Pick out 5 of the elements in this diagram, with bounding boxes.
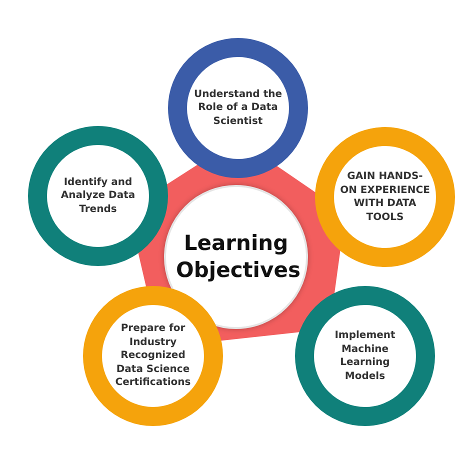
objective-text: GAIN HANDS-ON EXPERIENCE WITH DATA TOOLS [339,170,431,224]
objective-text: Identify and Analyze Data Trends [60,176,136,216]
objective-text: Implement Machine Learning Models [334,329,396,383]
objective-text: Understand the Role of a Data Scientist [192,88,284,128]
objective-text: Prepare for Industry Recognized Data Science Certifications [114,322,192,390]
